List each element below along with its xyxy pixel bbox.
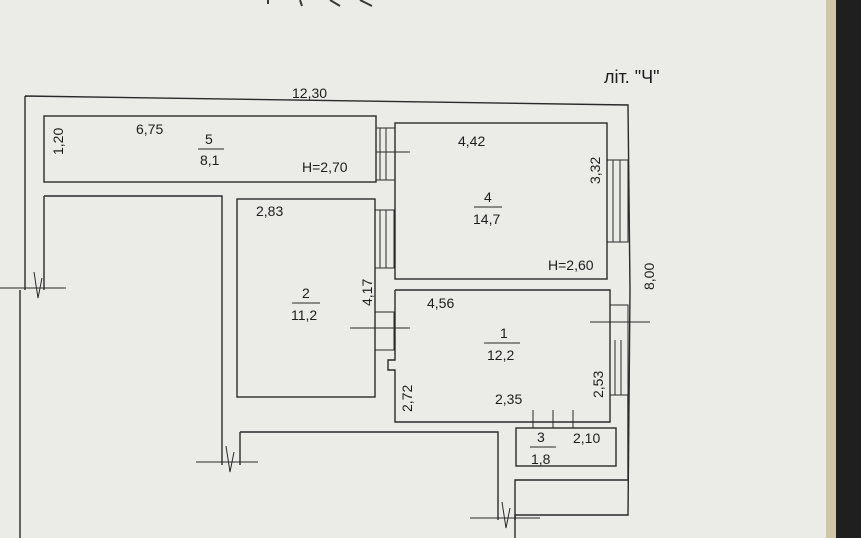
- room-1-right-window: [590, 304, 650, 396]
- room-5-ceiling-height: H=2,70: [302, 159, 348, 175]
- room-1-right-depth-dim: 2,53: [590, 371, 606, 398]
- room-2-outline: [236, 198, 376, 398]
- room-5-width-dim: 6,75: [136, 121, 163, 137]
- room-1-left-depth-dim: 2,72: [399, 385, 415, 412]
- lower-door-mark-2: [470, 501, 540, 529]
- lower-door-mark-1: [196, 445, 258, 473]
- room-4-ceiling-height: H=2,60: [548, 257, 594, 273]
- room-4-depth-dim: 3,32: [587, 157, 603, 184]
- room-2-window: [375, 209, 395, 269]
- room-4-width-dim: 4,42: [458, 133, 485, 149]
- room-5-number: 5: [205, 131, 213, 147]
- room-5-area: 8,1: [200, 152, 220, 168]
- room-3-door: [532, 410, 574, 428]
- paper-edge-strip: [826, 0, 836, 538]
- cropped-header-fragment: [267, 0, 373, 7]
- room-1-width-dim: 4,56: [427, 295, 454, 311]
- room-2-area: 11,2: [291, 307, 317, 323]
- room-2-width-dim: 2,83: [256, 203, 283, 219]
- left-room-door-mark: [0, 271, 66, 299]
- room-2-depth-dim: 4,17: [359, 279, 375, 306]
- room-1-number: 1: [500, 325, 508, 341]
- room-1-area: 12,2: [487, 347, 514, 363]
- room-1-bottom-width-dim: 2,35: [495, 391, 522, 407]
- room-4-area: 14,7: [473, 211, 500, 227]
- overall-depth-label: 8,00: [641, 263, 657, 290]
- room-2-door: [350, 311, 410, 351]
- room-3-outline: [515, 427, 617, 467]
- room-4-outline: [394, 122, 608, 280]
- paper-background: [0, 0, 830, 538]
- room-3-number: 3: [537, 429, 545, 445]
- dark-frame-edge: [836, 0, 861, 538]
- room-5-height-dim: 1,20: [50, 128, 66, 155]
- lower-outer-wall: [514, 395, 629, 520]
- room-2-number: 2: [302, 285, 310, 301]
- room-4-window: [607, 159, 629, 243]
- plan-title: літ. "Ч": [604, 67, 660, 87]
- lower-inner-wall: [239, 431, 499, 520]
- room-3-width-dim: 2,10: [573, 430, 600, 446]
- room-1-outline: [387, 289, 611, 423]
- room-4-number: 4: [484, 189, 492, 205]
- left-room-outline: [43, 195, 223, 465]
- overall-width-label: 12,30: [292, 85, 327, 101]
- room-3-area: 1,8: [531, 451, 551, 467]
